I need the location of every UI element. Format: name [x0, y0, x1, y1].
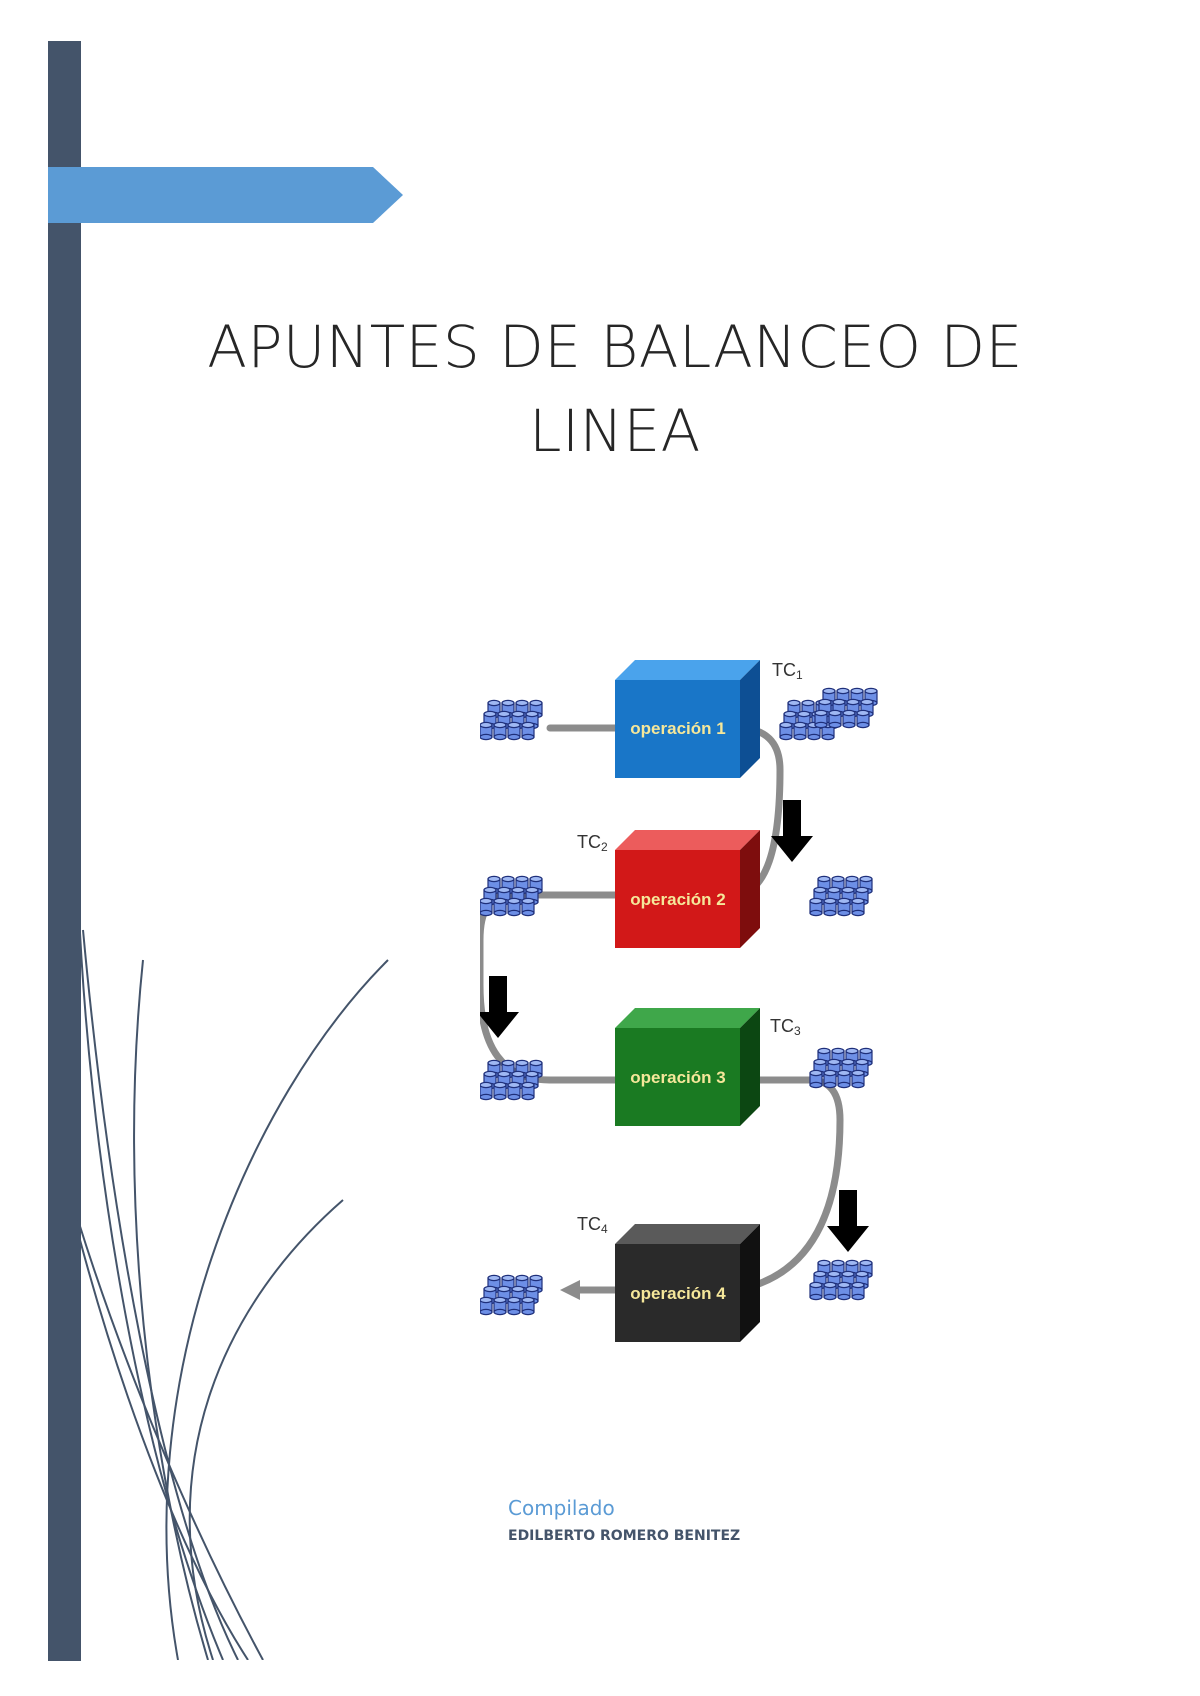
- title-line-2: LINEA: [529, 397, 701, 465]
- operation-label-1: operación 1: [630, 719, 725, 738]
- operation-label-3: operación 3: [630, 1068, 725, 1087]
- cycle-time-label-4: TC4: [577, 1214, 608, 1236]
- cycle-time-label-2: TC2: [577, 832, 608, 854]
- line-balancing-diagram: operación 1 operación 2 operación 3 oper…: [480, 660, 950, 1342]
- operation-box-1: [615, 660, 760, 778]
- operation-box-2: [615, 830, 760, 948]
- operation-label-2: operación 2: [630, 890, 725, 909]
- cover-arrow-banner: [48, 167, 403, 223]
- operation-box-4: [615, 1224, 760, 1342]
- title-line-1: APUNTES DE BALANCEO DE: [207, 313, 1023, 381]
- cycle-time-label-3: TC3: [770, 1016, 801, 1038]
- operation-box-3: [615, 1008, 760, 1126]
- cycle-time-label-1: TC1: [772, 660, 803, 682]
- cover-side-bar: [48, 41, 81, 1661]
- decorative-curves: [77, 900, 389, 1660]
- author-name: EDILBERTO ROMERO BENITEZ: [508, 1528, 741, 1544]
- page-title: APUNTES DE BALANCEO DE LINEA: [160, 305, 1070, 473]
- compiled-label: Compilado: [508, 1496, 615, 1520]
- operation-label-4: operación 4: [630, 1284, 726, 1303]
